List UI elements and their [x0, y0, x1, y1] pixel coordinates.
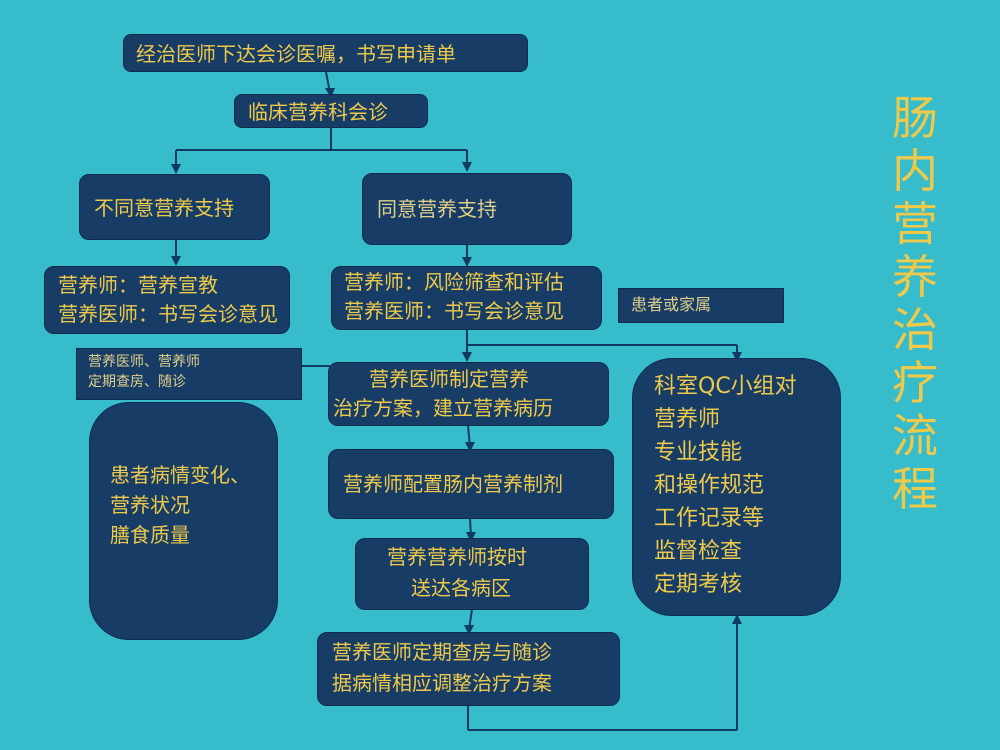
node-qc-supervision: 科室QC小组对 营养师 专业技能 和操作规范 工作记录等 监督检查 定期考核	[632, 358, 841, 616]
page-title: 肠 内 营 养 治 疗 流 程	[892, 91, 938, 516]
label-patient-or-family: 患者或家属	[618, 288, 784, 323]
node-prepare-formula: 营养师配置肠内营养制剂	[328, 449, 614, 519]
label-rounds-followup: 营养医师、营养师 定期查房、随诊	[76, 348, 302, 400]
node-disagree-support: 不同意营养支持	[79, 174, 270, 240]
node-doctor-request: 经治医师下达会诊医嘱，书写申请单	[123, 34, 528, 72]
node-deliver-wards: 营养营养师按时 送达各病区	[355, 538, 589, 610]
node-screening-right: 营养师：风险筛查和评估 营养医师：书写会诊意见	[331, 266, 602, 330]
node-agree-support: 同意营养支持	[362, 173, 572, 245]
node-patient-status: 患者病情变化、 营养状况 膳食质量	[89, 402, 278, 640]
node-treatment-plan: 营养医师制定营养 治疗方案，建立营养病历	[328, 362, 609, 426]
node-rounds-adjust: 营养医师定期查房与随诊 据病情相应调整治疗方案	[317, 632, 620, 706]
node-education-left: 营养师：营养宣教 营养医师：书写会诊意见	[44, 266, 290, 334]
node-clinical-nutrition-consult: 临床营养科会诊	[234, 94, 428, 128]
